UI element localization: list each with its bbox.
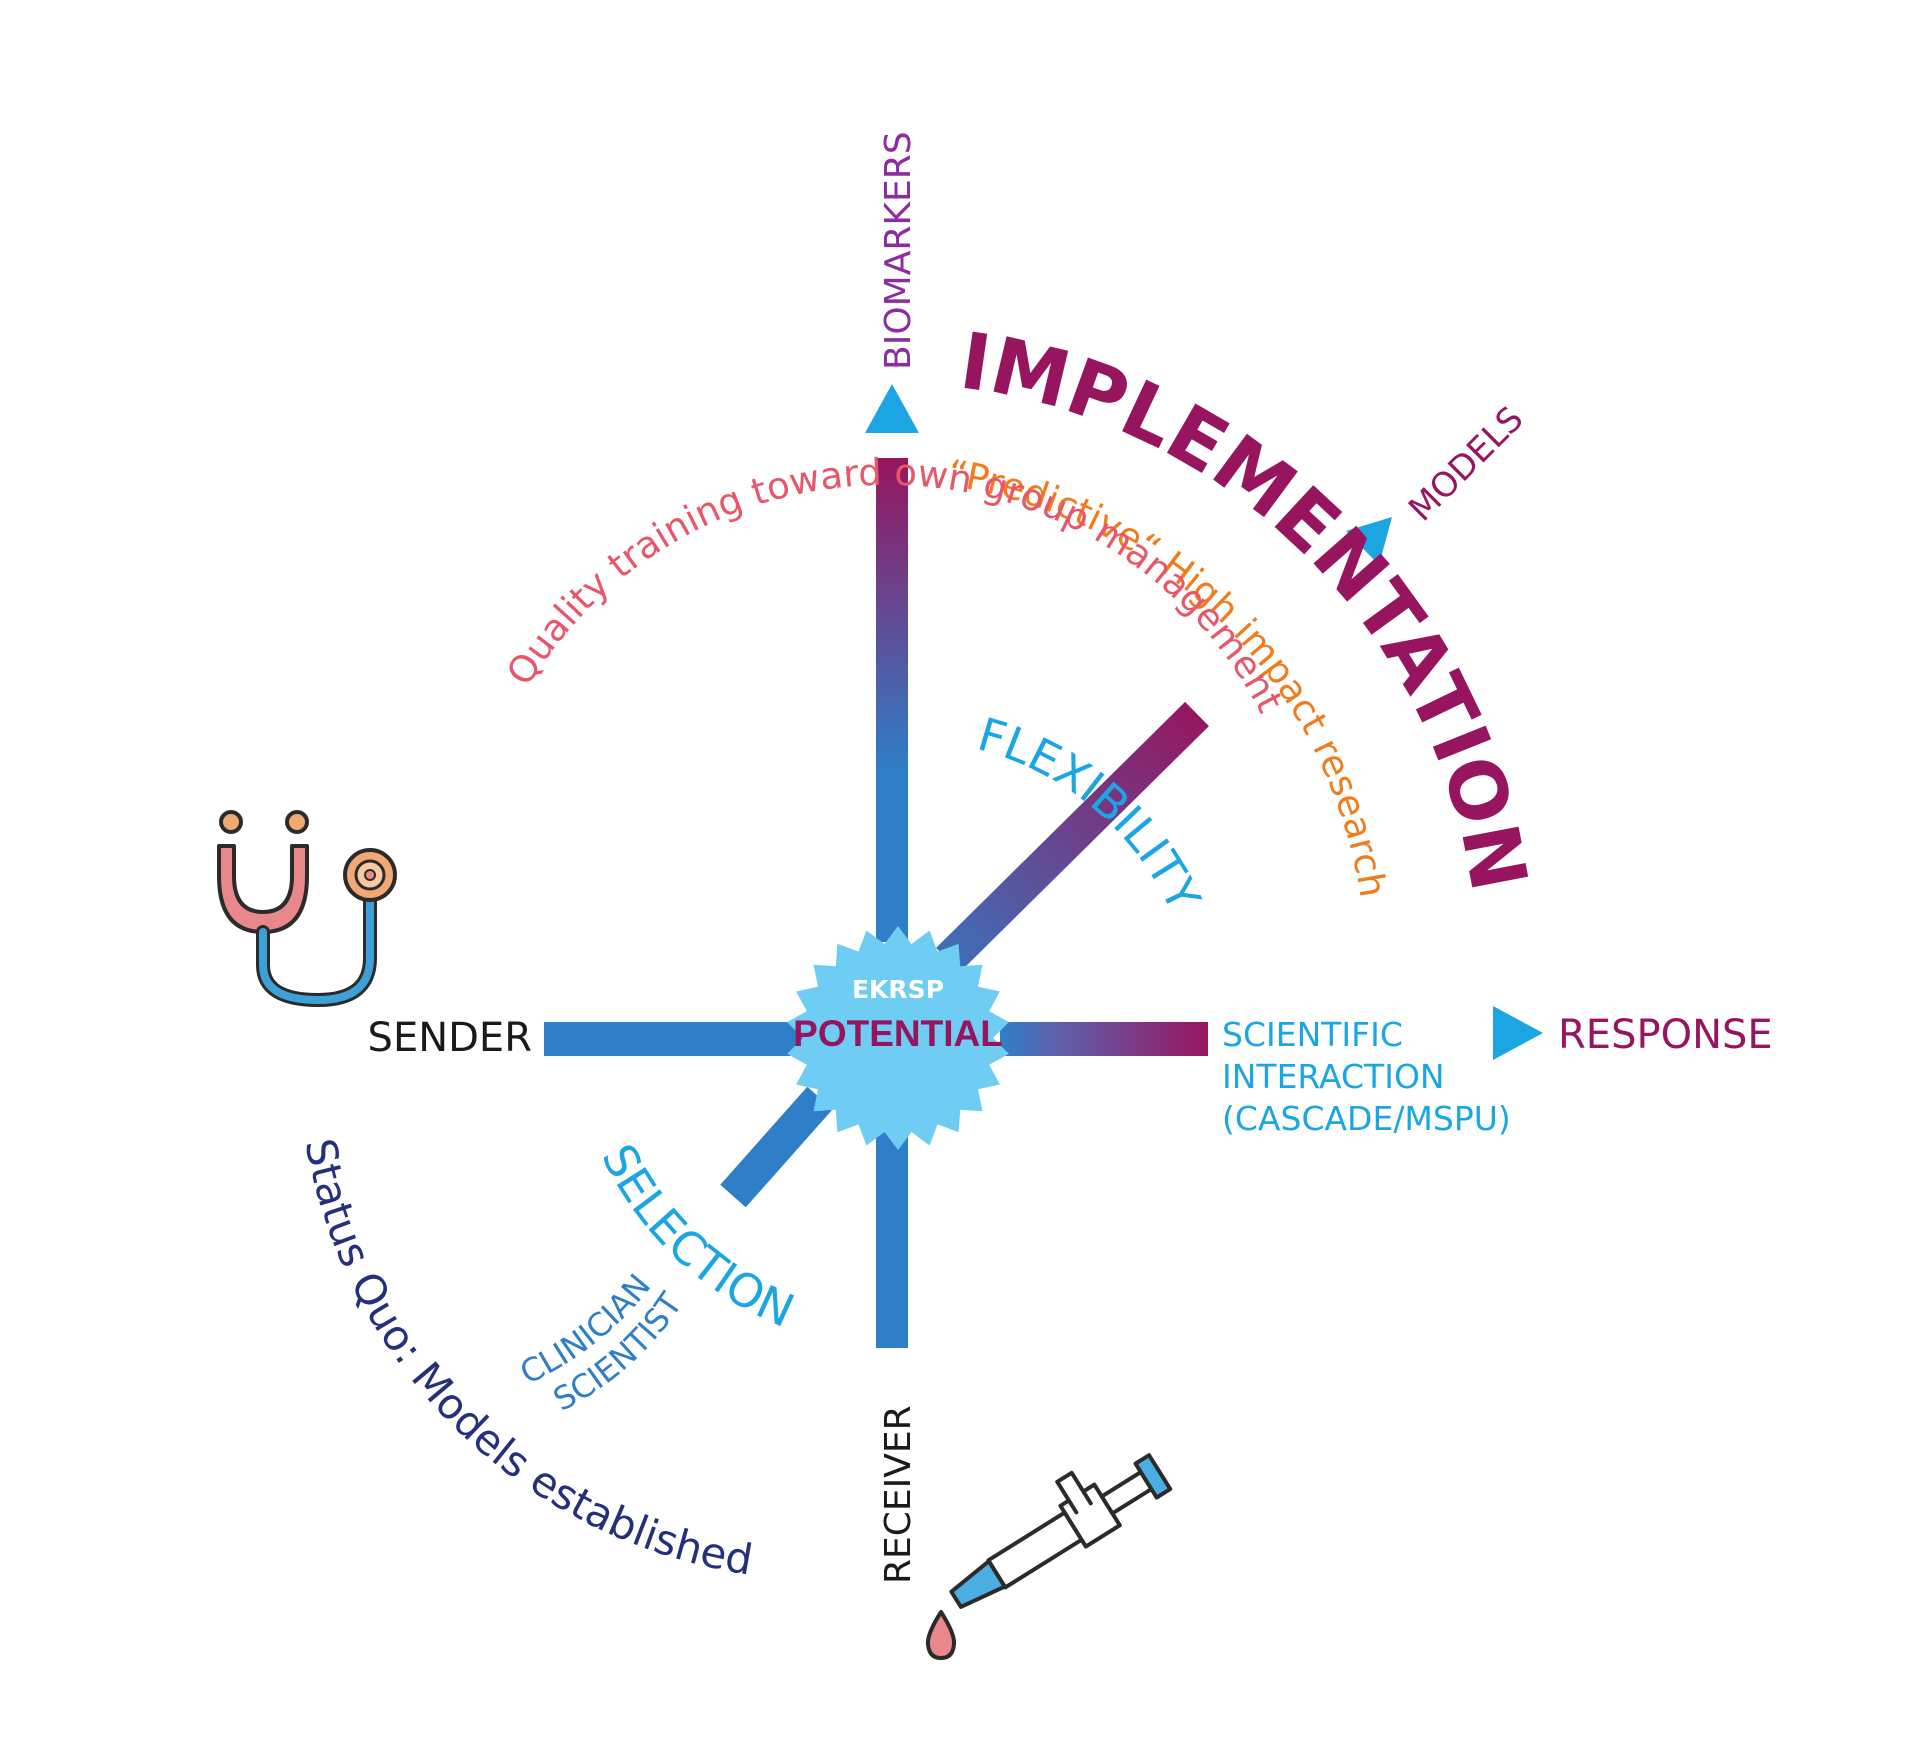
axis-label-up: BIOMARKERS [878, 131, 919, 370]
right-note: SCIENTIFIC INTERACTION (CASCADE/MSPU) [1222, 1015, 1511, 1138]
pipette-icon [925, 1453, 1173, 1660]
center-star [787, 926, 1009, 1150]
arm-right [1000, 1022, 1208, 1056]
center-top-label: EKRSP [852, 975, 944, 1004]
axis-label-right: RESPONSE [1558, 1012, 1773, 1058]
axis-label-left: SENDER [368, 1015, 532, 1061]
axis-label-diagonal: MODELS [1401, 399, 1531, 529]
arm-diagonal [936, 701, 1209, 973]
right-note-line-1: SCIENTIFIC [1222, 1015, 1403, 1054]
arrow-up [865, 384, 919, 433]
center-main-label: POTENTIAL [793, 1013, 1003, 1054]
arm-diagonal-lower [720, 1086, 833, 1208]
axis-label-down: RECEIVER [878, 1405, 919, 1584]
arrow-diagonal [1346, 517, 1392, 565]
arm-up [876, 458, 908, 942]
stethoscope-icon [217, 810, 397, 1007]
right-note-line-2: INTERACTION [1222, 1057, 1445, 1096]
center-node: EKRSP POTENTIAL [787, 926, 1009, 1150]
right-note-line-3: (CASCADE/MSPU) [1222, 1099, 1511, 1138]
arrow-right [1493, 1006, 1543, 1060]
arm-down [876, 1118, 908, 1348]
